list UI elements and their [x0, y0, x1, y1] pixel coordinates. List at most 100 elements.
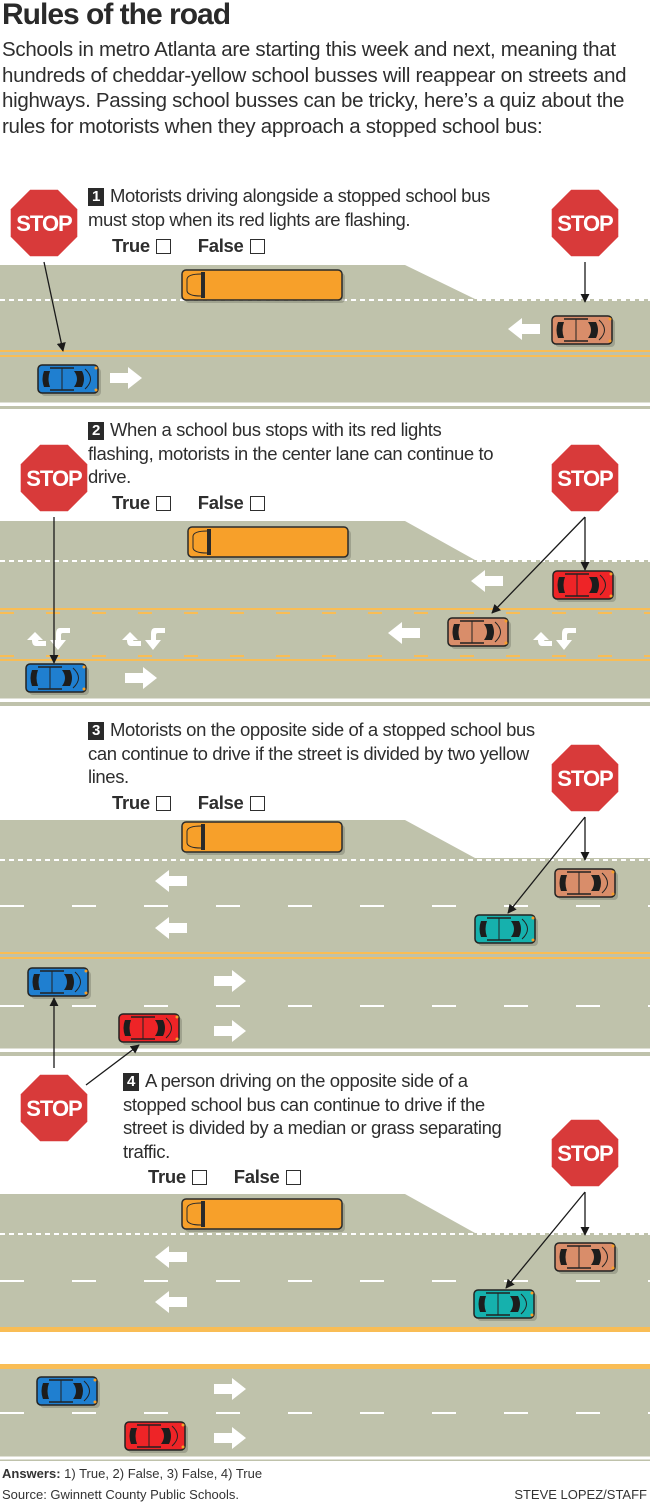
headlight: [530, 1313, 534, 1317]
stop-octagon: [551, 444, 619, 512]
arrow-left-icon: [388, 622, 420, 644]
arrow-left-icon: [155, 1291, 187, 1313]
turn-arrow-up: [27, 632, 46, 646]
arrow-right-icon: [214, 1020, 246, 1042]
car-body: [36, 1376, 98, 1406]
headlight: [531, 916, 535, 920]
car-rear-window: [41, 1383, 49, 1399]
true-label: True: [112, 235, 150, 256]
false-label: False: [233, 1166, 280, 1187]
false-checkbox[interactable]: [285, 1169, 301, 1185]
car-icon: [124, 1421, 188, 1453]
answer-options-3: True False: [112, 792, 287, 814]
car-icon: [551, 315, 615, 347]
true-checkbox[interactable]: [155, 795, 171, 811]
stop-sign-text: STOP: [26, 466, 82, 491]
car-body: [27, 967, 89, 997]
car-rear-window: [478, 1296, 486, 1312]
question-text: Motorists on the opposite side of a stop…: [88, 719, 535, 787]
false-checkbox[interactable]: [249, 795, 265, 811]
stop-sign-icon: STOP: [10, 189, 78, 257]
true-option[interactable]: True: [112, 235, 171, 257]
car-windshield: [155, 1020, 165, 1036]
stop-octagon: [20, 444, 88, 512]
car-rear-window: [452, 624, 460, 640]
school-bus-icon: [181, 821, 345, 855]
road-edge: [0, 702, 650, 706]
headlight: [504, 619, 508, 623]
true-option[interactable]: True: [112, 792, 171, 814]
turn-lane-arrows-icon: [27, 628, 70, 650]
bus-windshield: [201, 272, 205, 298]
car-icon: [552, 570, 616, 602]
false-option[interactable]: False: [198, 235, 265, 257]
headlight: [94, 388, 98, 392]
car-rear-window: [32, 974, 40, 990]
car-icon: [25, 663, 89, 695]
true-checkbox[interactable]: [155, 495, 171, 511]
car-icon: [118, 1013, 182, 1045]
stop-sign-text: STOP: [26, 1096, 82, 1121]
headlight: [93, 1400, 97, 1404]
car-body: [554, 1242, 616, 1272]
road-surface: [0, 521, 650, 700]
question-number: 1: [88, 188, 104, 206]
bus-windshield: [207, 529, 211, 555]
stop-octagon: [551, 1119, 619, 1187]
car-windshield: [484, 624, 494, 640]
arrow-right-icon: [214, 970, 246, 992]
answer-options-4: True False: [148, 1166, 323, 1188]
car-body: [124, 1421, 186, 1451]
turn-arrow-down: [145, 628, 165, 650]
arrow-left-icon: [155, 917, 187, 939]
school-bus-icon: [187, 526, 351, 560]
stop-octagon: [551, 744, 619, 812]
headlight: [82, 665, 86, 669]
car-windshield: [64, 974, 74, 990]
headlight: [611, 870, 615, 874]
pointer-arrow: [491, 516, 586, 614]
car-rear-window: [559, 875, 567, 891]
car-icon: [554, 1242, 618, 1274]
page-title: Rules of the road: [2, 0, 231, 31]
road-surface: [0, 1369, 650, 1461]
false-checkbox[interactable]: [249, 495, 265, 511]
bus-windshield: [201, 1201, 205, 1227]
true-checkbox[interactable]: [191, 1169, 207, 1185]
car-rear-window: [479, 921, 487, 937]
car-windshield: [62, 670, 72, 686]
car-icon: [36, 1376, 100, 1408]
headlight: [611, 1244, 615, 1248]
answer-options-2: True False: [112, 492, 287, 514]
headlight: [611, 1266, 615, 1270]
turn-arrow-up: [533, 632, 552, 646]
bus-windshield: [201, 824, 205, 850]
car-body: [551, 315, 613, 345]
car-icon: [554, 868, 618, 900]
false-option[interactable]: False: [234, 1166, 301, 1188]
road-edge-yellow: [0, 1364, 650, 1369]
stop-sign-icon: STOP: [20, 444, 88, 512]
true-option[interactable]: True: [148, 1166, 207, 1188]
car-body: [552, 570, 614, 600]
car-rear-window: [129, 1428, 137, 1444]
false-checkbox[interactable]: [249, 238, 265, 254]
true-option[interactable]: True: [112, 492, 171, 514]
answers-text: 1) True, 2) False, 3) False, 4) True: [60, 1466, 263, 1481]
stop-sign-icon: STOP: [20, 1074, 88, 1142]
headlight: [531, 938, 535, 942]
question-number: 3: [88, 722, 104, 740]
arrow-right-icon: [214, 1378, 246, 1400]
headlight: [84, 991, 88, 995]
headlight: [82, 687, 86, 691]
car-icon: [37, 364, 101, 396]
true-checkbox[interactable]: [155, 238, 171, 254]
question-text: Motorists driving alongside a stopped sc…: [88, 185, 490, 230]
false-option[interactable]: False: [198, 792, 265, 814]
turn-arrow-down: [50, 628, 70, 650]
stop-octagon: [551, 189, 619, 257]
car-rear-window: [559, 1249, 567, 1265]
false-option[interactable]: False: [198, 492, 265, 514]
